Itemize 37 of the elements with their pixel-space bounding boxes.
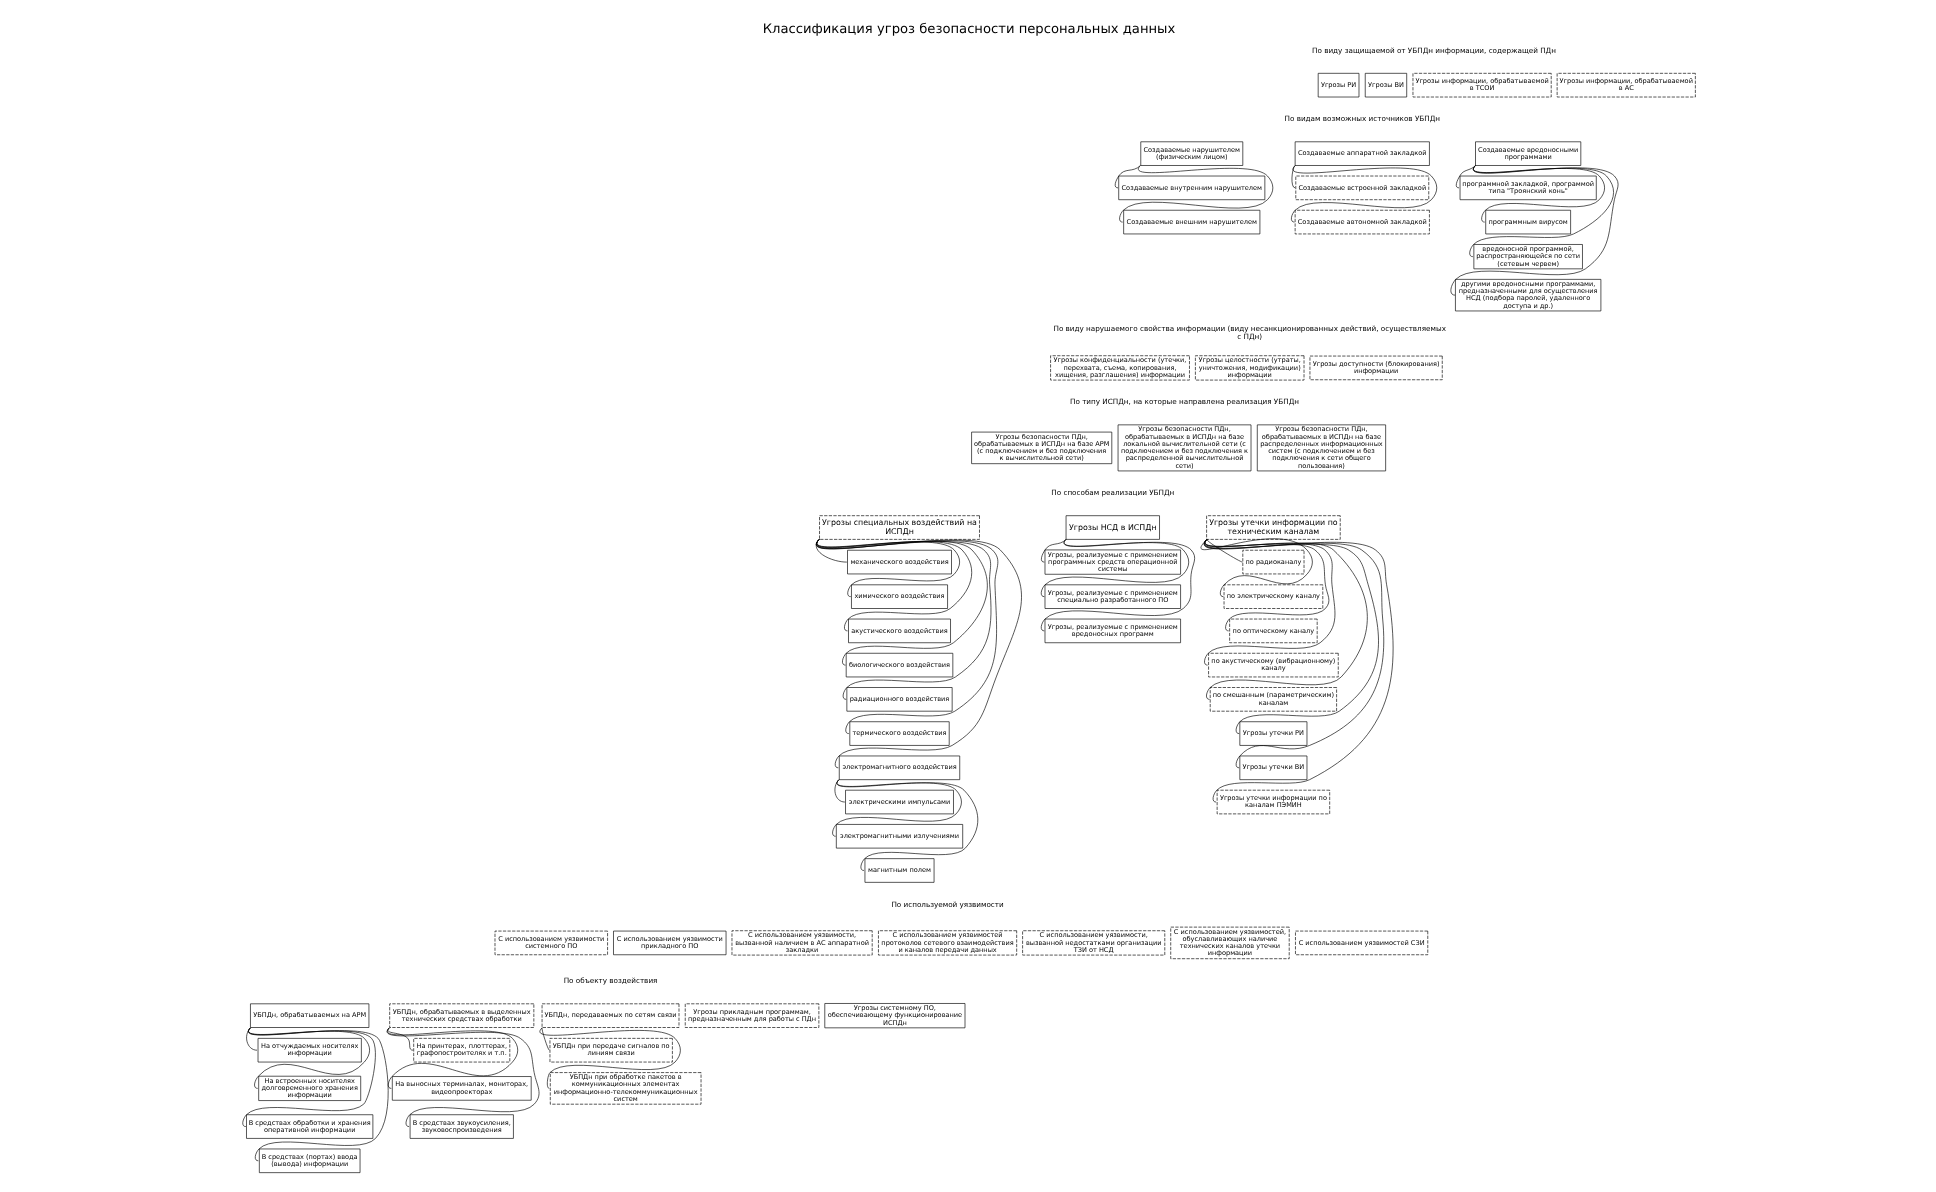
connector [1449,165,1618,296]
connector [247,1027,369,1089]
connector [1203,539,1367,700]
connector [1205,539,1242,563]
connector [1203,539,1383,769]
connector [1039,539,1189,597]
connector [386,1027,413,1051]
connector [386,1027,518,1089]
connector [1040,539,1066,563]
connector [1290,165,1437,223]
connector [1203,539,1378,734]
connector [815,539,959,597]
connector [833,779,845,803]
connector [1113,165,1140,189]
connector [385,1027,539,1127]
connector [1290,165,1295,189]
connector [245,1027,257,1051]
connector [1199,538,1312,597]
connector [540,1027,549,1051]
connector [814,539,1021,769]
connector [1203,539,1329,632]
connector [815,539,987,666]
connector [241,1027,375,1127]
connector [815,539,991,700]
connector [1203,539,1335,666]
connector [831,779,961,837]
connector [247,1027,388,1162]
connector [815,539,998,734]
connector [1202,539,1393,803]
connector [538,1027,680,1089]
connector [1468,165,1613,257]
connector [815,539,971,632]
connector [1118,165,1273,223]
connector [1454,165,1475,189]
connector [1472,165,1604,223]
connector [1039,539,1194,632]
connector [835,779,978,871]
